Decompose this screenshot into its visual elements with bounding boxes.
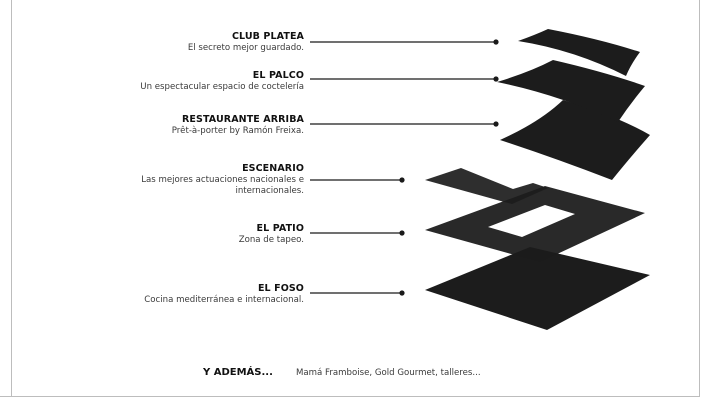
layer-description: Cocina mediterránea e internacional. (144, 295, 304, 305)
footer-text: Mamá Framboise, Gold Gourmet, talleres..… (296, 368, 481, 378)
layer-description: Un espectacular espacio de coctelería (140, 82, 304, 92)
layer-shape-escenario (425, 168, 548, 204)
leader-dot-escenario (399, 177, 405, 183)
layer-shape-el-patio (425, 186, 645, 262)
layer-shape-el-foso (425, 247, 650, 330)
layer-title: EL PALCO (252, 70, 304, 81)
layer-title: CLUB PLATEA (231, 31, 304, 42)
layer-label-el-patio: EL PATIO Zona de tapeo. (239, 223, 304, 246)
layer-title: EL PATIO (256, 223, 304, 234)
layer-label-escenario: ESCENARIO Las mejores actuaciones nacion… (141, 163, 304, 197)
layer-title: EL FOSO (257, 283, 304, 294)
layer-title: ESCENARIO (242, 163, 304, 174)
layer-description: El secreto mejor guardado. (187, 43, 304, 53)
layer-label-el-foso: EL FOSO Cocina mediterránea e internacio… (144, 283, 304, 306)
leader-lines (310, 39, 499, 296)
left-border-line (11, 0, 12, 397)
layer-title: RESTAURANTE ARRIBA (182, 114, 304, 125)
footer-label: Y ADEMÁS... (203, 367, 273, 378)
layer-description-line-1: Las mejores actuaciones nacionales e (141, 175, 304, 185)
layer-label-restaurante-arriba: RESTAURANTE ARRIBA Prêt-à-porter by Ramó… (172, 114, 304, 137)
leader-dot-restaurante-arriba (493, 121, 499, 127)
footer: Y ADEMÁS... Mamá Framboise, Gold Gourmet… (0, 367, 706, 383)
layer-shape-restaurante-arriba (500, 100, 650, 180)
layer-shape-el-palco (497, 60, 645, 122)
layer-description: Prêt-à-porter by Ramón Freixa. (171, 126, 304, 136)
layer-shape-club-platea (518, 29, 640, 76)
leader-dot-el-palco (493, 76, 499, 82)
layer-description: Zona de tapeo. (238, 235, 304, 245)
leader-dot-club-platea (493, 39, 499, 45)
layer-description-line-2: internacionales. (235, 186, 304, 196)
layer-label-el-palco: EL PALCO Un espectacular espacio de coct… (140, 70, 304, 93)
leader-dot-el-patio (399, 230, 405, 236)
leader-dot-el-foso (399, 290, 405, 296)
layer-label-club-platea: CLUB PLATEA El secreto mejor guardado. (188, 31, 304, 54)
